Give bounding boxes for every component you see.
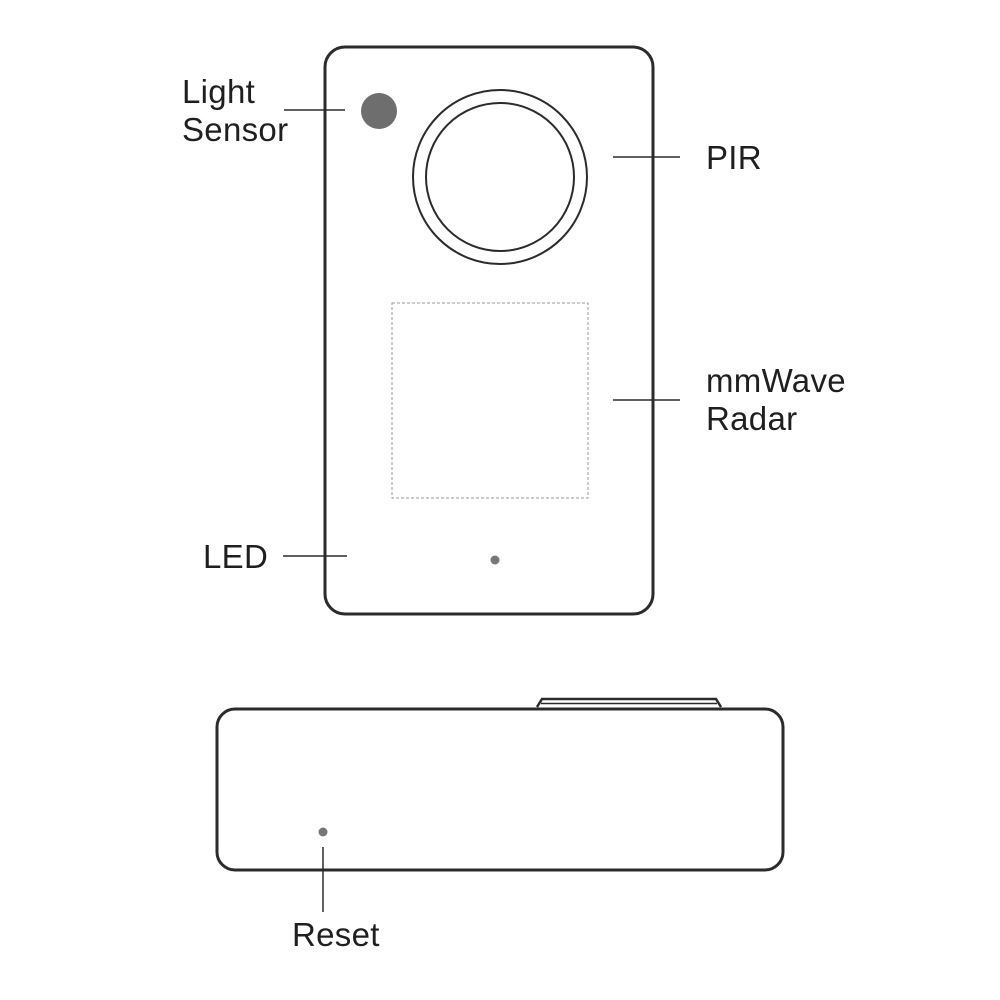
light-sensor-label-line-1: Light [182,73,256,110]
reset-label: Reset [292,916,380,953]
light-sensor-label-line-2: Sensor [182,111,289,148]
led-label: LED [203,538,269,575]
mmwave-radar-label-line-1: mmWave [706,362,846,399]
pir-outer-ring [412,89,588,265]
led-dot [490,555,500,565]
bottom-view-body [215,707,785,872]
mounting-clip [535,697,723,708]
pir-inner-ring [425,102,575,252]
reset-hole[interactable] [318,827,328,837]
mmwave-radar-label: mmWave Radar [706,362,846,438]
light-sensor-label: Light Sensor [182,73,288,149]
pir-label: PIR [706,139,762,176]
light-sensor-icon [361,93,397,129]
mmwave-radar-label-line-2: Radar [706,400,798,437]
front-view-body [323,45,655,616]
mmwave-radar-area [391,302,589,499]
